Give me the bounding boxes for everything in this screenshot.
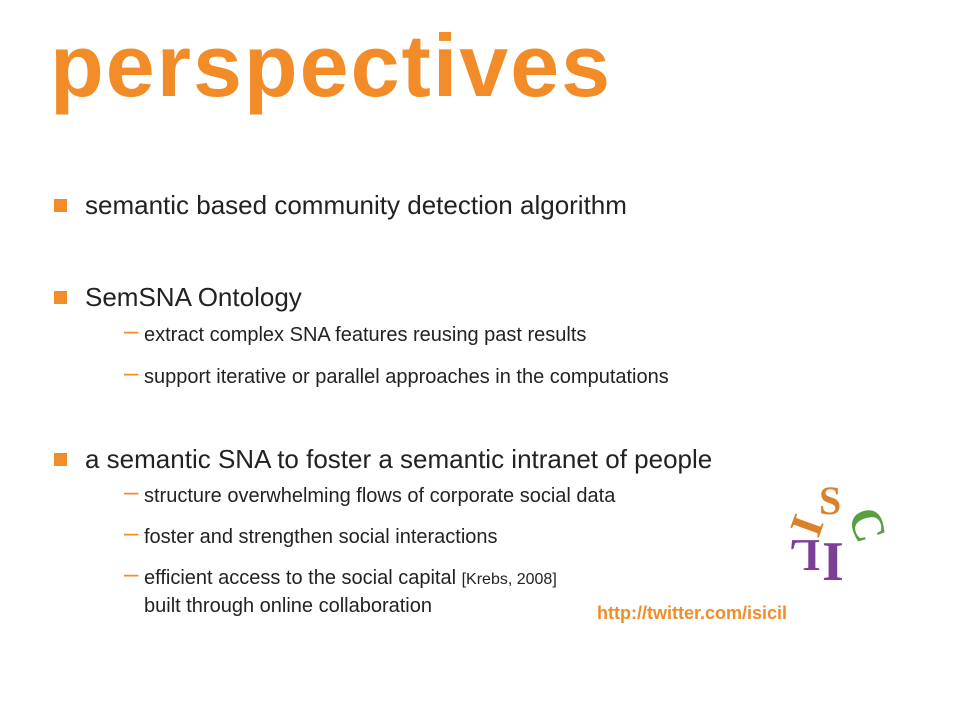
isicil-logo-icon: S I C I L: [780, 478, 898, 593]
sub-bullet: – structure overwhelming flows of corpor…: [124, 478, 616, 509]
square-bullet-icon: [54, 198, 67, 212]
isicil-logo: S I C I L: [780, 476, 898, 593]
square-bullet-icon: [54, 290, 67, 304]
sub-bullet: – foster and strengthen social interacti…: [124, 519, 498, 550]
bullet-text: SemSNA Ontology: [85, 282, 302, 312]
sub-bullet-continuation: built through online collaboration: [144, 595, 432, 617]
sub-bullet-main-text: efficient access to the social capital: [144, 567, 457, 589]
twitter-link[interactable]: http://twitter.com/isicil: [597, 603, 788, 623]
sub-bullet-text: efficient access to the social capital […: [144, 565, 557, 619]
dash-bullet-icon: –: [124, 476, 139, 506]
bullet-semsna-ontology: SemSNA Ontology: [54, 282, 302, 312]
bullet-text: a semantic SNA to foster a semantic intr…: [85, 444, 713, 474]
bullet-community-detection: semantic based community detection algor…: [54, 190, 627, 220]
dash-bullet-icon: –: [124, 357, 139, 387]
sub-bullet: – extract complex SNA features reusing p…: [124, 317, 587, 348]
square-bullet-icon: [54, 452, 67, 466]
sub-bullet: – efficient access to the social capital…: [124, 560, 557, 619]
sub-bullet-text: foster and strengthen social interaction…: [144, 526, 498, 548]
logo-letter-i-center: I: [822, 531, 844, 588]
sub-bullet-text: extract complex SNA features reusing pas…: [144, 324, 587, 346]
logo-letter-s: S: [819, 478, 841, 523]
dash-bullet-icon: –: [124, 517, 139, 547]
logo-letter-l: L: [789, 530, 820, 581]
logo-letter-c: C: [838, 501, 892, 548]
sub-bullet: – support iterative or parallel approach…: [124, 359, 669, 390]
dash-bullet-icon: –: [124, 315, 139, 345]
citation: [Krebs, 2008]: [461, 571, 557, 588]
slide-title: perspectives: [50, 16, 613, 115]
bullet-semantic-intranet: a semantic SNA to foster a semantic intr…: [54, 444, 712, 474]
sub-bullet-text: support iterative or parallel approaches…: [144, 366, 669, 388]
sub-bullet-text: structure overwhelming flows of corporat…: [144, 485, 616, 507]
bullet-text: semantic based community detection algor…: [85, 190, 627, 220]
dash-bullet-icon: –: [124, 558, 139, 588]
